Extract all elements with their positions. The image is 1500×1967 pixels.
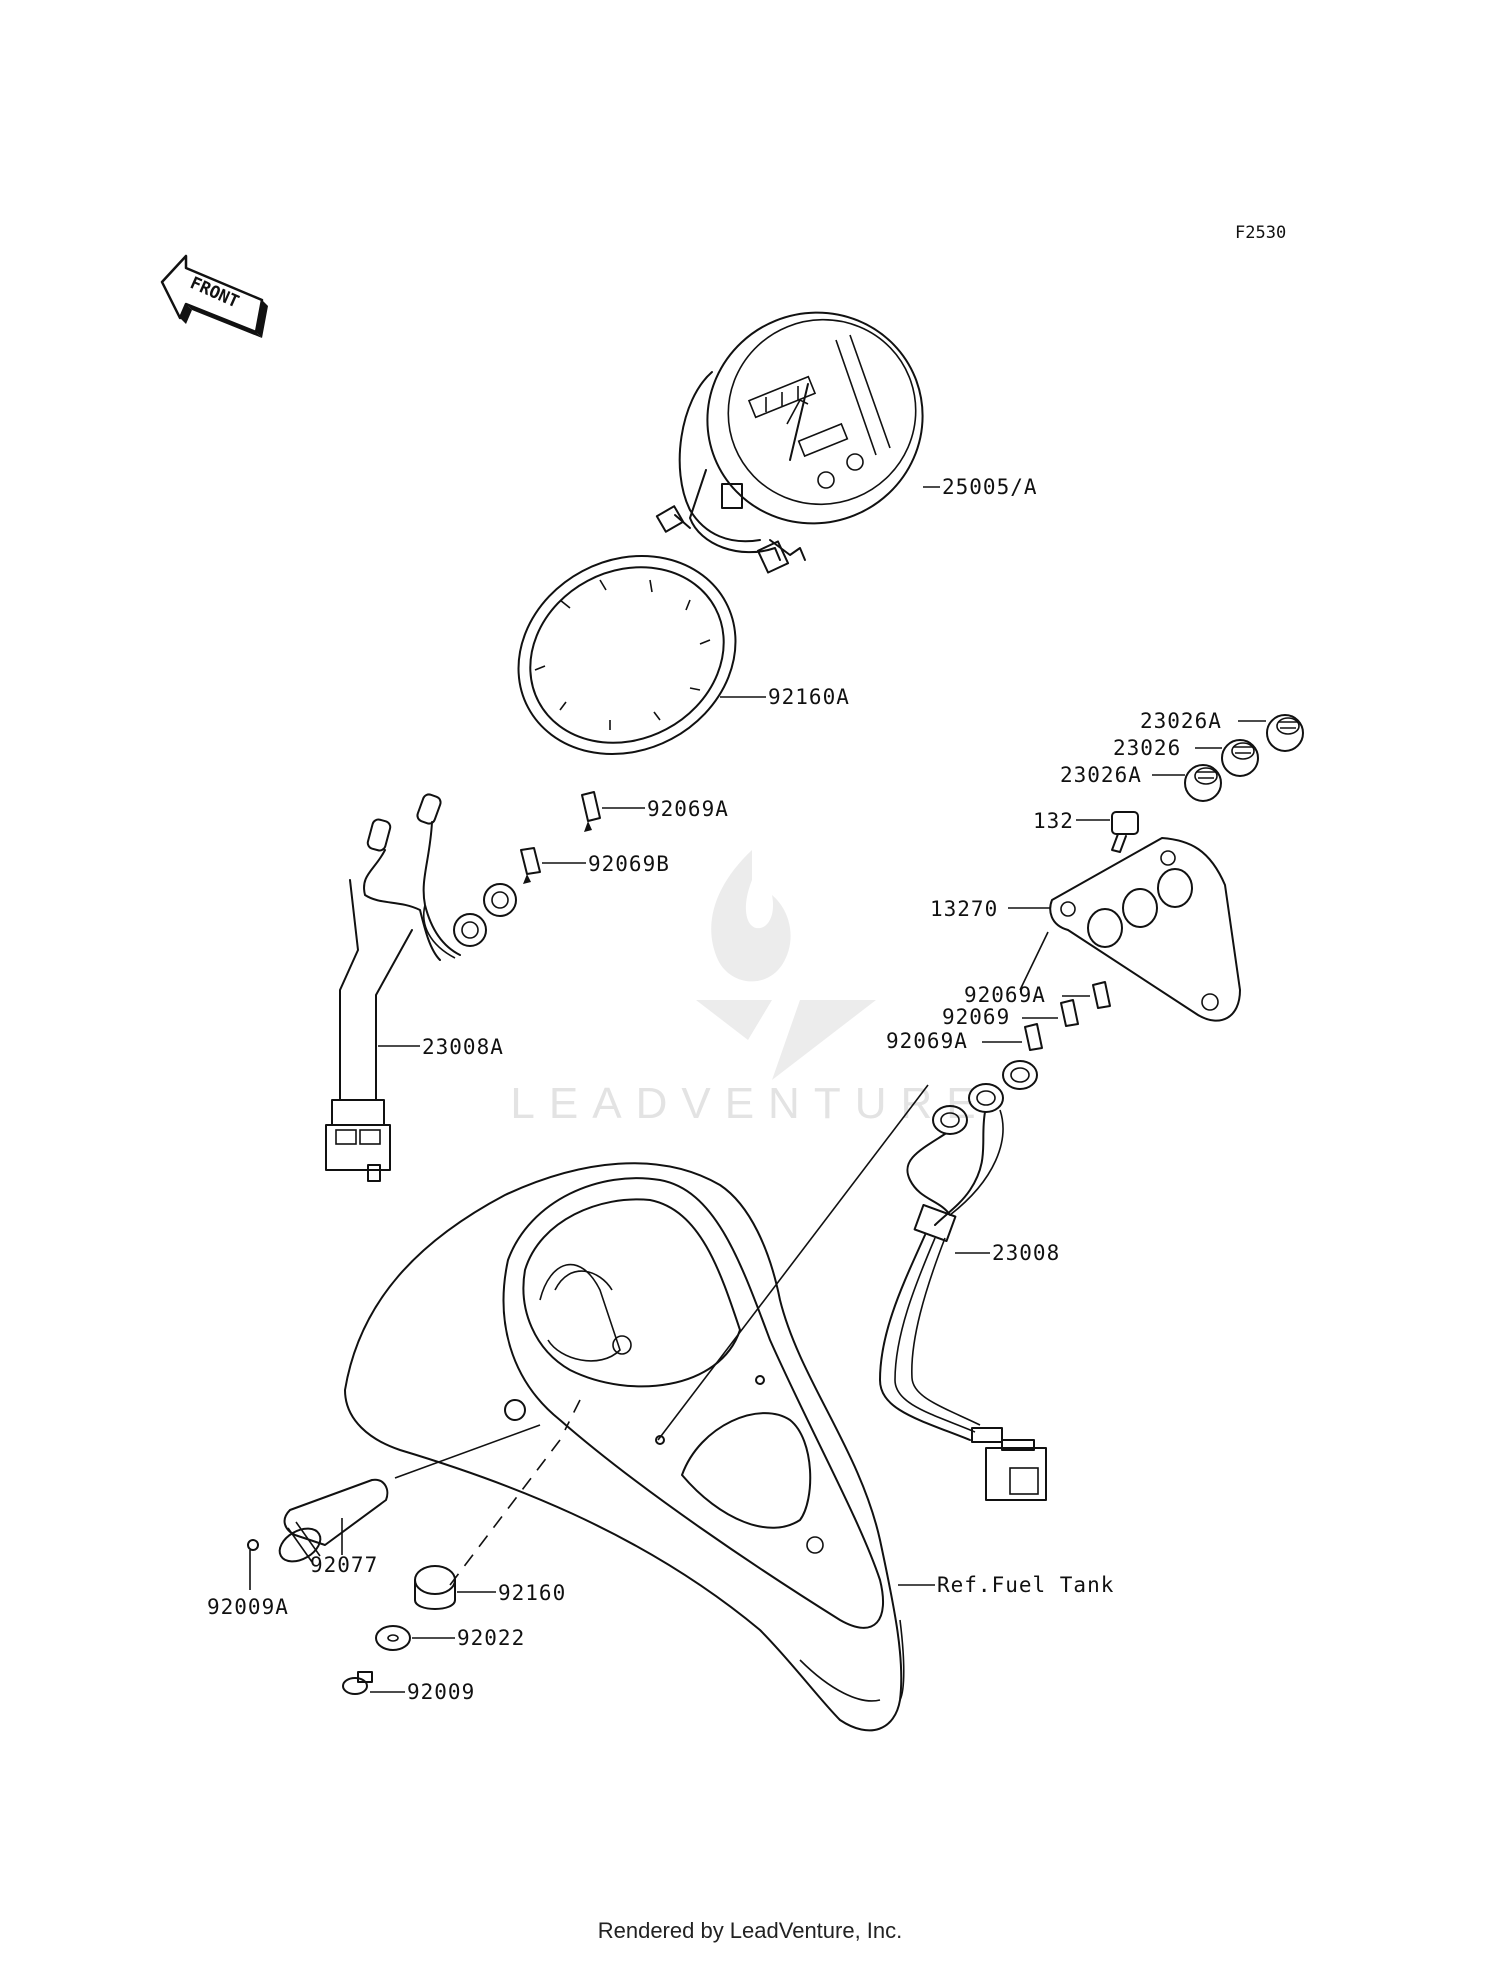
callout-23026: 23026 [1113,736,1181,760]
bulbs-right: 92069A 92069 92069A [886,981,1111,1053]
screw-92009a: 92009A [207,1539,289,1619]
knob-92077: 92077 [278,1478,389,1577]
callout-92009a: 92009A [207,1595,289,1619]
callout-92069a-right2: 92069A [886,1029,968,1053]
speedometer-assembly: 25005/A [655,311,1038,574]
footer-credit: Rendered by LeadVenture, Inc. [597,1918,903,1943]
callout-92160a: 92160A [768,685,850,709]
watermark-text: LEADVENTURE [510,1079,989,1128]
diagram-code: F2530 [1235,223,1286,243]
trim-ring: 92160A [517,555,850,755]
bulb-92069b: 92069B [520,847,670,884]
callout-92160: 92160 [498,1581,566,1605]
harness-23008: 23008 [657,1060,1060,1501]
callout-25005a: 25005/A [942,475,1038,499]
callout-92069a-right1: 92069A [964,983,1046,1007]
callout-23026a-bottom: 23026A [1060,763,1142,787]
indicator-lenses: 23026A 23026 23026A [1060,709,1304,802]
callout-92022: 92022 [457,1626,525,1650]
harness-23008a: 23008A [325,793,517,1182]
watermark-flame-icon [711,850,791,982]
watermark-v-icon [696,1000,876,1080]
dash-cover: Ref.Fuel Tank [344,1162,1114,1732]
washer-92022: 92022 [375,1625,525,1651]
bulb-92069a-left: 92069A [581,791,729,832]
watermark: LEADVENTURE [510,850,989,1128]
bracket-13270: 132 13270 [930,809,1241,1022]
callout-132: 132 [1033,809,1074,833]
grommet-92160: 92160 [414,1565,566,1610]
callout-ref-fuel-tank: Ref.Fuel Tank [937,1573,1114,1597]
callout-92069-right: 92069 [942,1005,1010,1029]
callout-23008a: 23008A [422,1035,504,1059]
callout-92009: 92009 [407,1680,475,1704]
callout-23008: 23008 [992,1241,1060,1265]
callout-92069a-left: 92069A [647,797,729,821]
callout-13270: 13270 [930,897,998,921]
front-arrow-icon: FRONT [160,254,268,338]
callout-92069b: 92069B [588,852,670,876]
callout-92077: 92077 [310,1553,378,1577]
screw-92009: 92009 [342,1671,475,1704]
callout-23026a-top: 23026A [1140,709,1222,733]
